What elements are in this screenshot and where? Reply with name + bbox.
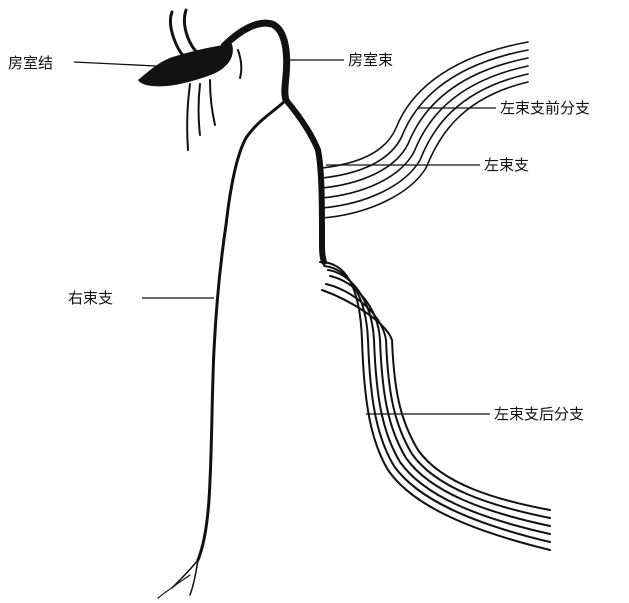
his-bundle — [224, 23, 287, 100]
right-bundle-branch — [158, 100, 286, 598]
label-av-node: 房室结 — [8, 54, 53, 72]
label-left-anterior-fascicle: 左束支前分支 — [500, 99, 590, 117]
label-right-bundle-branch: 右束支 — [68, 289, 113, 307]
leader-av-node — [74, 62, 156, 66]
left-bundle-branch — [286, 100, 324, 262]
label-his-bundle: 房室束 — [348, 51, 393, 69]
label-left-posterior-fascicle: 左束支后分支 — [494, 405, 584, 423]
av-node — [138, 10, 241, 150]
label-left-bundle-branch: 左束支 — [484, 156, 529, 174]
